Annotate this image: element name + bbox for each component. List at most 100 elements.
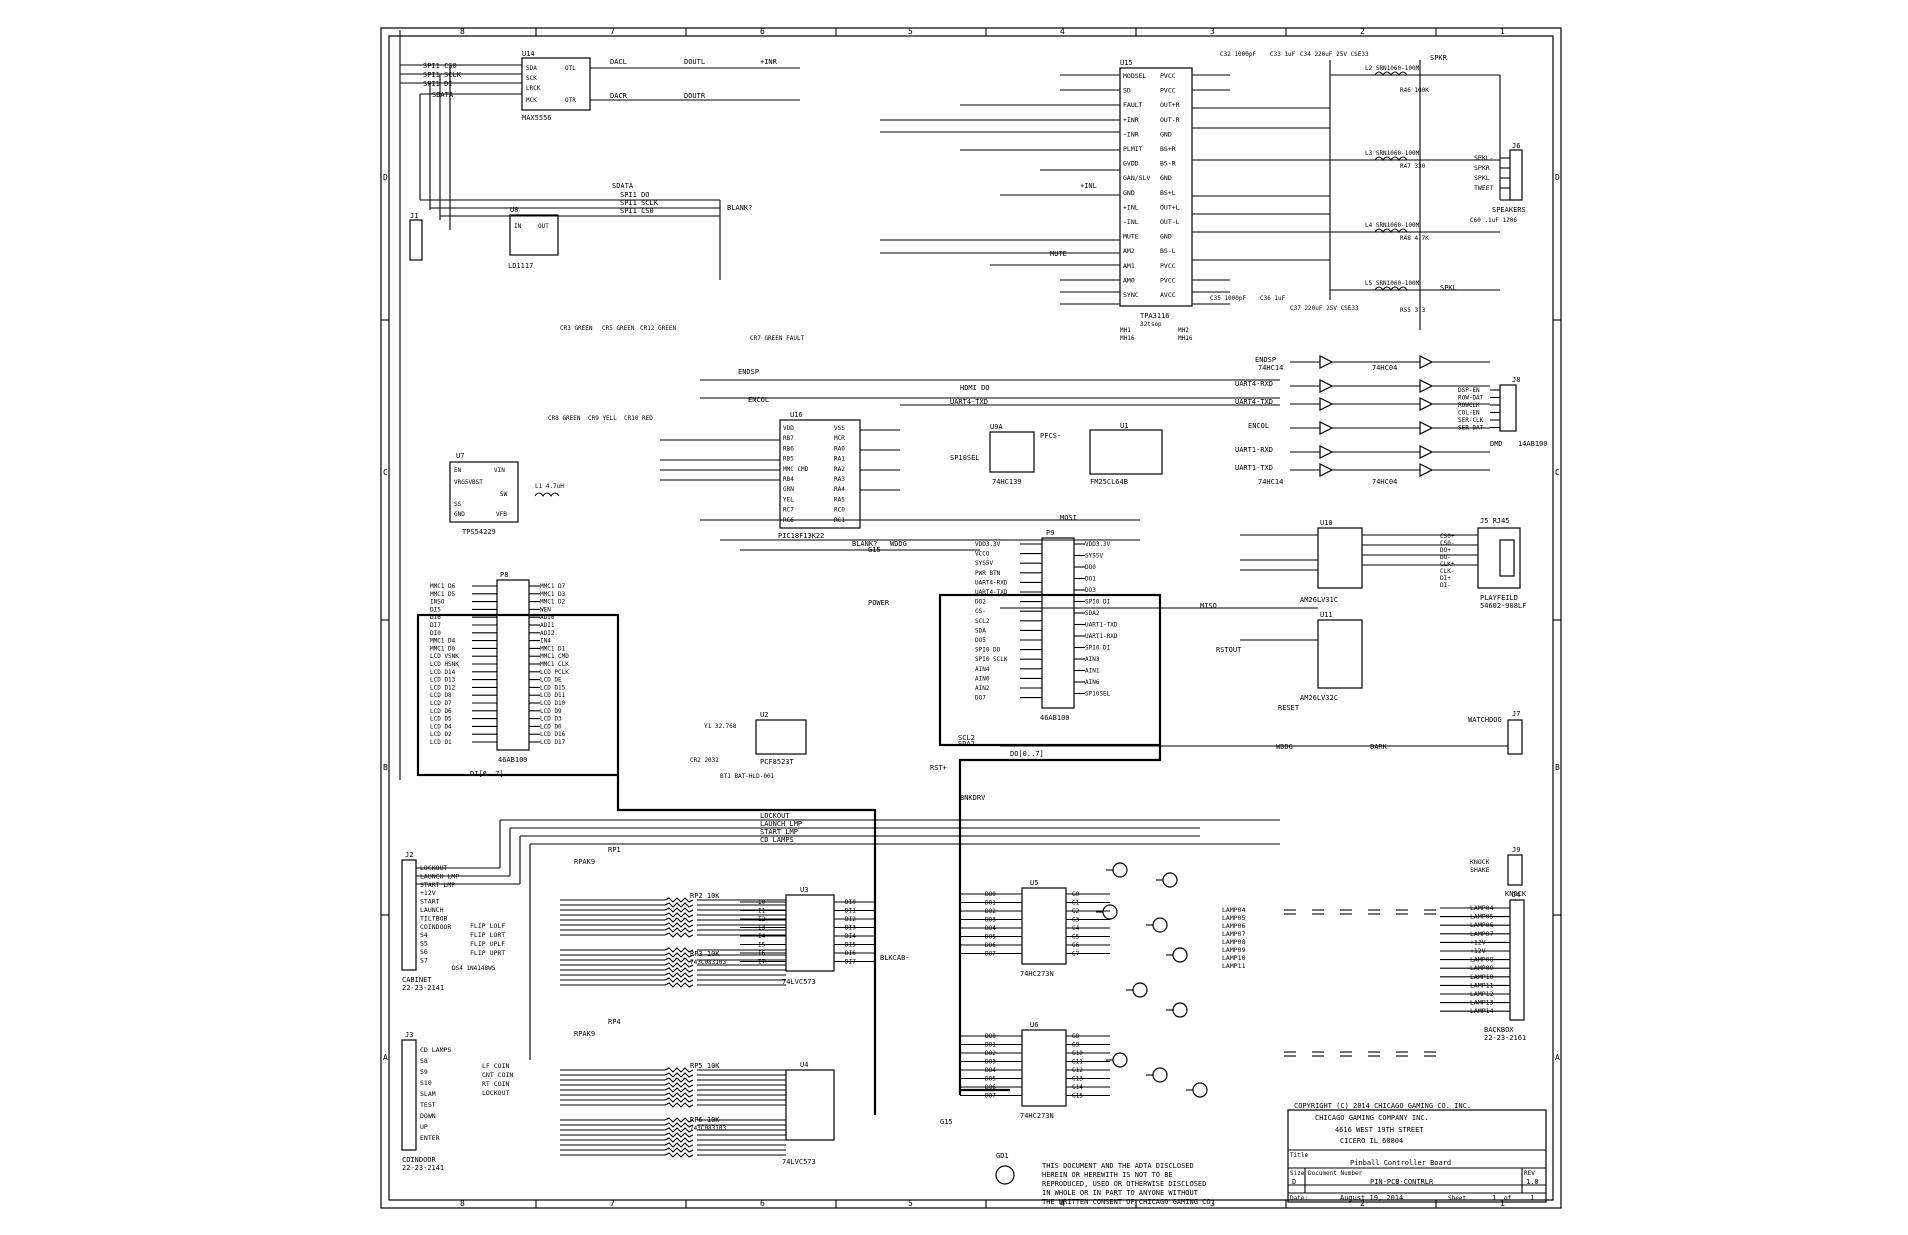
net-encol: ENCOL: [748, 396, 769, 404]
p8-right-pin-18: LCD D0: [540, 723, 562, 730]
j5-part: 54602-908LF: [1480, 602, 1526, 610]
p8-right-pin-1: MMC1 D3: [540, 591, 566, 598]
inductor-l5: L5 SRN1060-100M: [1365, 280, 1420, 287]
j5-ref: J5 RJ45: [1480, 517, 1510, 525]
p9-left-pin-14: AIN0: [975, 675, 990, 682]
u7-pin-ss: SS: [454, 501, 462, 508]
u8-ref: U8: [510, 206, 518, 214]
u14-pin-otr: OTR: [565, 97, 576, 104]
p9-part: 46AB100: [1040, 714, 1070, 722]
u4-part: 74LVC573: [782, 1158, 816, 1166]
u14-pin-sck: SCK: [526, 75, 537, 82]
rp-block-0-element-6: [664, 927, 694, 933]
net-spi1-do: SPI1 DO: [620, 191, 650, 199]
rp-block-1-element-6: [664, 977, 694, 983]
inverter-2-0: [1319, 397, 1334, 411]
date-label: Date:: [1290, 1195, 1308, 1202]
u15-right-pin-12: BS-L: [1160, 247, 1176, 255]
date-value: August 19, 2014: [1340, 1194, 1403, 1202]
u15-right-pin-13: PVCC: [1160, 262, 1176, 270]
u15-left-pin-13: AM1: [1123, 262, 1135, 270]
cap-c32: C32 1000pF: [1220, 51, 1257, 58]
p9-left-pin-3: PWR BTN: [975, 570, 1001, 577]
u16-right-pin-2: RA0: [834, 445, 845, 452]
backbox-section: J4 BACKBOX 22-23-2161 LAMP04LAMP05LAMP06…: [1284, 846, 1527, 1057]
inductor-l1-symbol: [534, 492, 560, 497]
u15-right-pin-11: GND: [1160, 233, 1172, 241]
u15-left-pin-5: PLMIT: [1123, 145, 1143, 153]
p8-left-pin-12: LCD D13: [430, 677, 456, 684]
j9-pin-1: SHAKE: [1470, 866, 1490, 874]
j3-coin-label-1: CNT COIN: [482, 1071, 513, 1079]
copyright: COPYRIGHT (C) 2014 CHICAGO GAMING CO. IN…: [1294, 1102, 1471, 1110]
net-inr: +INR: [760, 58, 778, 66]
u1-chip: [1089, 429, 1163, 475]
address-line-1: 4616 WEST 19TH STREET: [1335, 1126, 1424, 1134]
rp-block-1-element-2: [664, 957, 694, 963]
j5-pin-3: DO-: [1440, 554, 1451, 561]
rp-block-2-element-7: [664, 1102, 694, 1108]
title-label: Title: [1290, 1152, 1308, 1159]
u2-ref: U2: [760, 711, 768, 719]
lamp-net-7: LAMP11: [1222, 962, 1246, 970]
u15-left-pin-1: SD: [1123, 87, 1131, 95]
j4-connector: [1509, 899, 1525, 1021]
led-cr8: CR8 GREEN: [548, 415, 581, 422]
col-label-3: 3: [1210, 27, 1215, 36]
rp-block-0-element-3: [664, 912, 694, 918]
u15-right-pin-14: PVCC: [1160, 276, 1176, 284]
led-cr2: CR2 2032: [690, 757, 719, 764]
j3-ref: J3: [405, 1031, 413, 1039]
j3-pin-6: DOWN: [420, 1112, 436, 1120]
u15-right-pin-10: OUT-L: [1160, 218, 1180, 226]
p9-left-pin-4: UART4-RXD: [975, 579, 1008, 586]
u16-right-pin-8: RC0: [834, 507, 845, 514]
net-wddg-2: WDDG: [1276, 743, 1293, 751]
rp-block-3-element-2: [664, 1127, 694, 1133]
j2-name: CABINET: [402, 976, 432, 984]
u15-right-pin-5: BS+R: [1160, 145, 1176, 153]
p9-left-pin-5: UART4-TXD: [975, 589, 1008, 596]
p8-left-pin-18: LCD D4: [430, 723, 452, 730]
p9-left-pin-1: VCCO: [975, 551, 990, 558]
net-cd-lamps: CD LAMPS: [760, 836, 794, 844]
col-label-2: 2: [1360, 27, 1365, 36]
net-spkr: SPKR: [1430, 54, 1448, 62]
sheet-border: 8 7 6 5 4 3 2 1 8 7 6 5 4 3 2 1 D C B A …: [380, 27, 1562, 1209]
u3-chip: [785, 894, 835, 972]
net-launch-lmp: LAUNCH LMP: [760, 820, 802, 828]
inverter-5-1: [1419, 463, 1434, 477]
cap-c36: C36 1uF: [1260, 295, 1286, 302]
u1-part: FM25CL64B: [1090, 478, 1128, 486]
net-uart1-txd: UART1-TXD: [1235, 464, 1273, 472]
j3-coin-label-0: LF COIN: [482, 1062, 509, 1070]
rp-block-3-element-6: [664, 1147, 694, 1153]
u16-left-pin-7: YEL: [783, 496, 794, 503]
p8-right-pin-8: MMC1 D1: [540, 645, 566, 652]
main-bus: [616, 745, 1162, 1115]
p9-left-pin-16: DO7: [975, 695, 986, 702]
u3-part: 74LVC573: [782, 978, 816, 986]
u14-chip: [521, 57, 591, 111]
mh1-ref: MH1: [1120, 327, 1131, 334]
u16-left-pin-2: RB6: [783, 445, 794, 452]
col-label-8: 8: [460, 27, 465, 36]
net-hdmi-do: HDMI DO: [960, 384, 990, 392]
logic-gates: [1290, 355, 1490, 477]
net-do7: DO[0..7]: [1010, 750, 1044, 758]
p8-left-pin-17: LCD D5: [430, 716, 452, 723]
u3-ref: U3: [800, 886, 808, 894]
net-di7: DI[0..7]: [470, 770, 504, 778]
u4-chip: [785, 1069, 835, 1141]
j6-pin-1: SPKR: [1474, 164, 1490, 172]
j3-coin-label-3: LOCKOUT: [482, 1089, 509, 1097]
u14-pin-lrck: LRCK: [526, 85, 541, 92]
u15-left-pin-7: GAN/SLV: [1123, 174, 1150, 182]
net-uart1-rxd: UART1-RXD: [1235, 446, 1273, 454]
rp-block-1-element-3: [664, 962, 694, 968]
j8-pin-5: SER-DAT: [1458, 425, 1484, 432]
u8-pin-out: OUT: [538, 223, 549, 230]
j4-ref: J4: [1512, 891, 1520, 899]
